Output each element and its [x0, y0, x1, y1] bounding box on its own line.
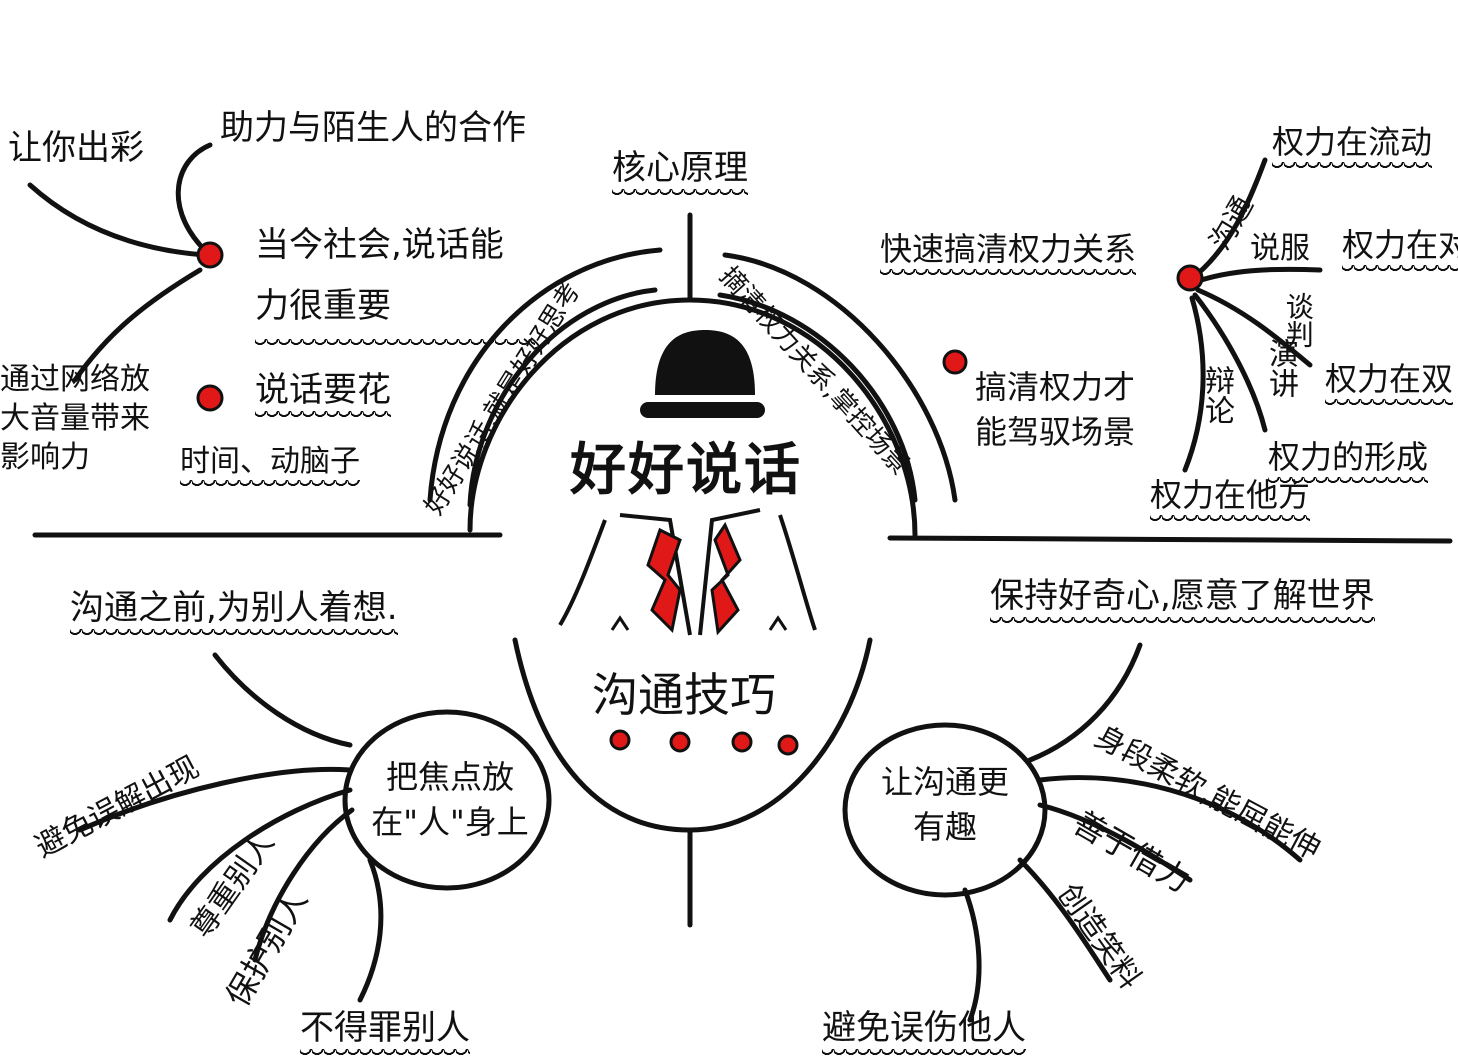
result-power-opposite: 权力在对	[1342, 227, 1458, 276]
hub-focus-on-people: 把焦点放在"人"身上	[371, 758, 529, 841]
branch-no-offense: 不得罪别人	[300, 1008, 470, 1060]
branch-avoid-hurting: 避免误伤他人	[822, 1008, 1026, 1060]
branch-shine: 让你出彩	[8, 128, 144, 168]
hub-power-relations: 快速搞清权力关系	[880, 230, 1137, 280]
accent-dots	[196, 241, 1204, 756]
result-power-both: 权力在双	[1325, 360, 1454, 410]
node-stay-curious: 保持好奇心,愿意了解世界	[990, 576, 1375, 628]
node-think-for-others: 沟通之前,为别人着想.	[70, 588, 398, 640]
branch-speech: 演讲	[1263, 338, 1298, 398]
branch-negotiate: 谈判	[1281, 292, 1315, 348]
node-control-scene: 搞清权力才能驾驭场景	[975, 368, 1136, 451]
branch-persuade: 说服	[1250, 231, 1310, 266]
hub-fun-communication: 让沟通更有趣	[880, 763, 1009, 846]
hat-icon	[640, 330, 765, 418]
result-power-flow: 权力在流动	[1272, 123, 1433, 173]
branch-stranger-cooperation: 助力与陌生人的合作	[220, 108, 526, 148]
center-subtitle: 沟通技巧	[592, 668, 776, 722]
node-time-thinking: 时间、动脑子	[180, 444, 360, 490]
branch-network-influence: 通过网络放大音量带来影响力	[0, 362, 150, 475]
node-speaking-effort: 说话要花	[255, 370, 391, 422]
hub-speaking-important: 当今社会,说话能力很重要	[255, 215, 535, 350]
suit-icon	[558, 508, 817, 636]
result-power-formation: 权力的形成	[1268, 438, 1429, 488]
core-principle-label: 核心原理	[612, 148, 748, 200]
branch-debate: 辩论	[1199, 365, 1234, 425]
result-power-other-side: 权力在他方	[1150, 476, 1311, 526]
tie-icon	[646, 521, 742, 636]
center-title: 好好说话	[570, 438, 802, 503]
